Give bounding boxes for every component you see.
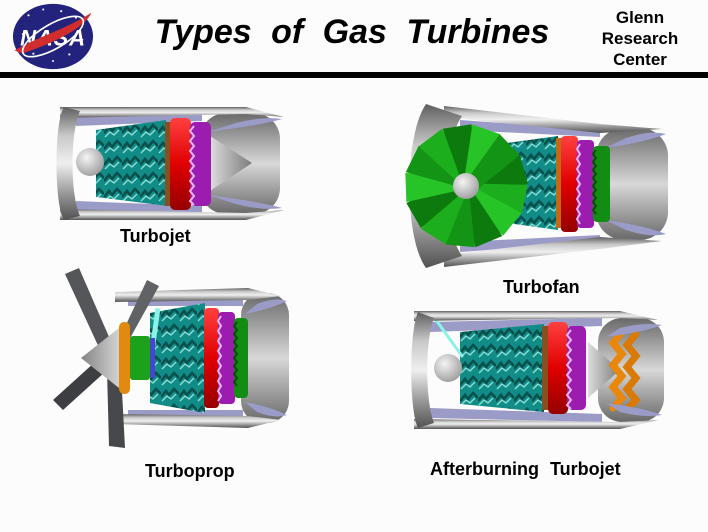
turbojet-label: Turbojet [120, 226, 191, 246]
turboprop-turbine [216, 312, 235, 404]
turbofan-diffuser-ring [556, 138, 562, 228]
turbojet-nozzle-rim-top [208, 118, 282, 132]
turbofan-nozzle-rim-bottom [606, 220, 666, 236]
turboprop-nozzle-rim-top [245, 299, 287, 314]
afterburner-flameholder [608, 328, 641, 413]
afterburner-exhaust-cone [588, 342, 620, 398]
org-name: Glenn Research Center [584, 7, 696, 70]
afterburner-lining-bottom [430, 408, 602, 422]
turbojet-compressor [96, 120, 168, 206]
turbofan-lining-bottom [460, 235, 600, 252]
turboprop-power-turbine [232, 318, 248, 398]
turbofan-diagram [405, 104, 668, 268]
turbofan-turbine [575, 140, 594, 228]
afterburner-combustor [548, 322, 568, 414]
afterburner-nozzle-rim-top [606, 324, 662, 337]
afterburner-shaft-highlight [434, 318, 464, 358]
turboprop-propeller [53, 268, 159, 448]
turbojet-turbine [188, 122, 211, 206]
header-rule [0, 72, 708, 78]
nasa-logo: NASA [12, 3, 94, 70]
afterburning-turbojet-label: Afterburning Turbojet [430, 459, 621, 479]
turboprop-figure [53, 258, 343, 453]
turboprop-combustor [204, 308, 219, 408]
turbojet-figure [50, 106, 288, 221]
org-line-1: Glenn [615, 8, 665, 27]
turbofan-lp-turbine [591, 146, 610, 222]
nasa-stars [21, 8, 84, 62]
turbofan-nozzle-rim-top [606, 132, 666, 148]
afterburner-compressor [460, 324, 544, 412]
org-line-2: Research [601, 29, 679, 48]
turbojet-spinner [76, 148, 104, 176]
afterburner-nozzle-rim-bottom [606, 403, 662, 416]
page-title: Types of Gas Turbines [154, 13, 550, 51]
turboprop-label: Turboprop [145, 461, 235, 481]
turboprop-nozzle-interior [241, 293, 289, 423]
turboprop-nozzle-rim-bottom [245, 402, 287, 417]
turbofan-label: Turbofan [503, 277, 580, 297]
turbojet-combustor [170, 118, 191, 210]
turbofan-combustor [561, 136, 578, 232]
org-line-3: Center [613, 50, 667, 69]
nasa-orbit [21, 15, 85, 58]
turbofan-spinner [453, 173, 479, 199]
nasa-swoosh [14, 12, 92, 54]
turboprop-gearbox [119, 322, 155, 394]
turboprop-diagram [53, 268, 289, 448]
turboprop-spinner-cone [81, 328, 119, 388]
turbofan-figure [400, 102, 672, 272]
turbojet-diagram [56, 107, 284, 220]
turbofan-nozzle-interior [596, 128, 668, 240]
turboprop-nacelle [115, 288, 281, 428]
afterburning-turbojet-diagram [411, 311, 664, 429]
turbofan-lining-top [460, 120, 600, 137]
afterburning-turbojet-figure [406, 310, 668, 448]
afterburner-lining-top [430, 318, 602, 332]
afterburner-diffuser-ring [542, 326, 549, 410]
afterburner-turbine [565, 326, 586, 410]
turbojet-nacelle [56, 107, 284, 220]
afterburner-spinner [434, 354, 462, 382]
turbojet-diffuser-ring [165, 122, 172, 206]
afterburner-nacelle [411, 311, 658, 429]
turbojet-exhaust-cone [210, 136, 252, 191]
turbofan-fan [405, 124, 528, 248]
turboprop-compressor [150, 303, 205, 413]
turbojet-nozzle-rim-bottom [208, 195, 282, 209]
